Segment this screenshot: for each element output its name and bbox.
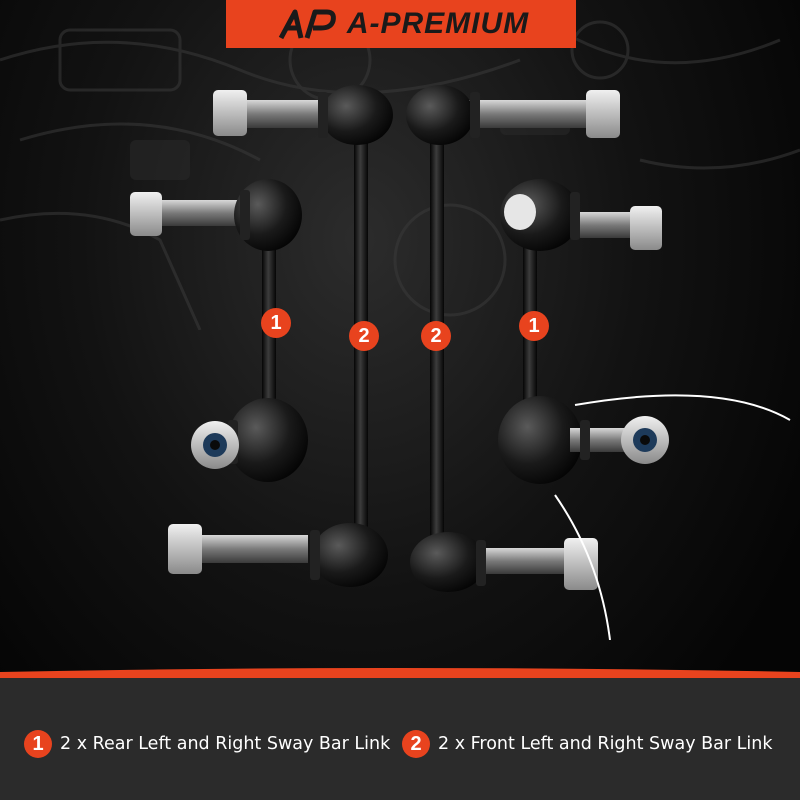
front-link-right	[406, 85, 620, 592]
rear-link-right	[498, 179, 669, 484]
front-link-marker: 2	[421, 321, 451, 351]
caption-number: 1	[24, 730, 52, 758]
caption-front: 2 2 x Front Left and Right Sway Bar Link	[402, 730, 772, 758]
caption-text: 2 x Front Left and Right Sway Bar Link	[438, 734, 773, 754]
caption-number: 2	[402, 730, 430, 758]
rear-link-marker: 1	[519, 311, 549, 341]
ap-logo-icon	[278, 9, 336, 40]
front-link-marker: 2	[349, 321, 379, 351]
accent-divider	[0, 668, 800, 678]
rear-link-marker: 1	[261, 308, 291, 338]
caption-text: 2 x Rear Left and Right Sway Bar Link	[60, 734, 391, 754]
caption-rear: 1 2 x Rear Left and Right Sway Bar Link	[24, 730, 390, 758]
brand-logo: A-PREMIUM	[226, 0, 576, 48]
caption-band	[0, 678, 800, 800]
rear-link-left	[130, 179, 308, 482]
sway-bar-links	[130, 85, 791, 640]
brand-name: A-PREMIUM	[346, 7, 530, 40]
